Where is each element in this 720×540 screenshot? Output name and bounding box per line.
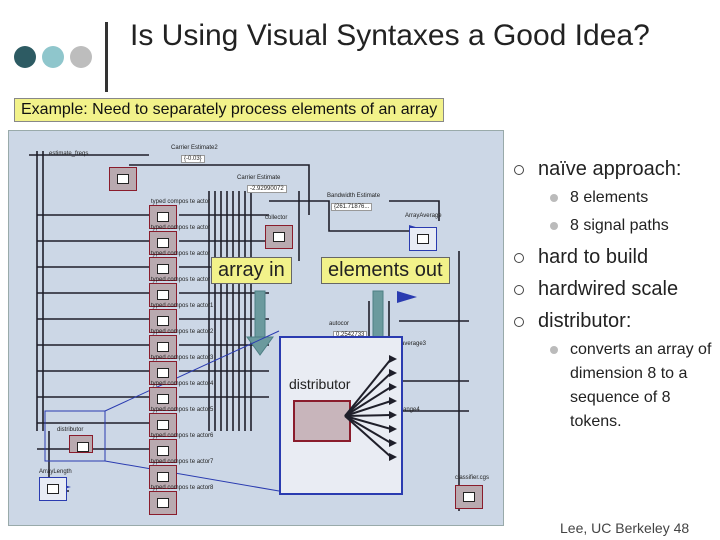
array-length-label: ArrayLength — [39, 469, 72, 475]
actor-block — [149, 439, 177, 463]
bandwidth-estimate-value: {261.71876... — [331, 203, 373, 211]
title-dot-dark — [14, 46, 36, 68]
actor-block — [149, 465, 177, 489]
distributor-zoom-box: distributor — [279, 336, 403, 495]
actor-block — [149, 231, 177, 255]
actor-label: typed compos te actor — [151, 225, 211, 231]
classifier-label: classifier.cgs — [455, 475, 490, 481]
actor-label: typed compos te actor6 — [151, 433, 214, 439]
sub-bullet-converts: converts an array of dimension 8 to a se… — [550, 338, 715, 434]
actor-label: typed compos te actor3 — [151, 355, 214, 361]
actor-block — [149, 283, 177, 307]
actor-block — [149, 205, 177, 229]
bullet-naive-approach: naïve approach: — [513, 158, 682, 180]
range4-label: range4 — [401, 407, 420, 413]
actor-label: typed compos te actor5 — [151, 407, 214, 413]
carrier-estimate-label: Carrier Estimate — [237, 175, 281, 181]
actor-label: typed compos te actor — [151, 199, 211, 205]
average3-label: average3 — [401, 341, 427, 347]
carrier-estimate2-label: Carrier Estimate2 — [171, 145, 218, 151]
example-label: Example: Need to separately process elem… — [14, 98, 445, 122]
collector-label: collector — [265, 215, 288, 221]
actor-label: typed compos te actor — [151, 277, 211, 283]
bandwidth-estimate-label: Bandwidth Estimate — [327, 193, 381, 199]
actor-label: typed compos te actor1 — [151, 303, 214, 309]
autocor-label: autocor — [329, 321, 350, 327]
actor-block — [149, 309, 177, 333]
distributor-small-block — [69, 435, 93, 453]
actor-block — [149, 413, 177, 437]
distributor-block — [293, 400, 351, 442]
array-length-block — [39, 477, 67, 501]
distributor-label: distributor — [289, 376, 351, 392]
bullet-hardwired-scale: hardwired scale — [513, 278, 679, 300]
carrier-estimate-value: -2.92990072 — [247, 185, 287, 193]
sub-bullet-8-elements: 8 elements — [549, 186, 648, 210]
slide-footer: Lee, UC Berkeley 48 — [560, 520, 690, 536]
ptolemy-diagram: Carrier Estimate2 {-0.03} estimate_freqs… — [8, 130, 504, 526]
estimate-freqs-label: estimate_freqs — [49, 151, 89, 157]
array-average-block — [409, 227, 437, 251]
classifier-block — [455, 485, 483, 509]
collector-block — [265, 225, 293, 249]
distributor-small-label: distributor — [57, 427, 84, 433]
title-dot-teal — [42, 46, 64, 68]
title-dot-gray — [70, 46, 92, 68]
carrier-estimate2-value: {-0.03} — [181, 155, 205, 163]
actor-block — [149, 387, 177, 411]
actor-block — [149, 491, 177, 515]
elements-out-callout: elements out — [321, 257, 450, 284]
estimate-freqs-block — [109, 167, 137, 191]
array-in-callout: array in — [211, 257, 292, 284]
bullet-distributor: distributor: — [513, 310, 632, 332]
actor-block — [149, 335, 177, 359]
actor-label: typed compos te actor — [151, 251, 211, 257]
bullet-hard-to-build: hard to build — [513, 246, 649, 268]
actor-label: typed compos te actor2 — [151, 329, 214, 335]
array-average-label: ArrayAverage — [405, 213, 442, 219]
title-divider — [105, 22, 108, 92]
actor-label: typed compos te actor8 — [151, 485, 214, 491]
slide-title: Is Using Visual Syntaxes a Good Idea? — [130, 19, 650, 52]
actor-label: typed compos te actor7 — [151, 459, 214, 465]
actor-label: typed compos te actor4 — [151, 381, 214, 387]
sub-bullet-8-signal-paths: 8 signal paths — [550, 214, 669, 238]
actor-block — [149, 361, 177, 385]
actor-block — [149, 257, 177, 281]
